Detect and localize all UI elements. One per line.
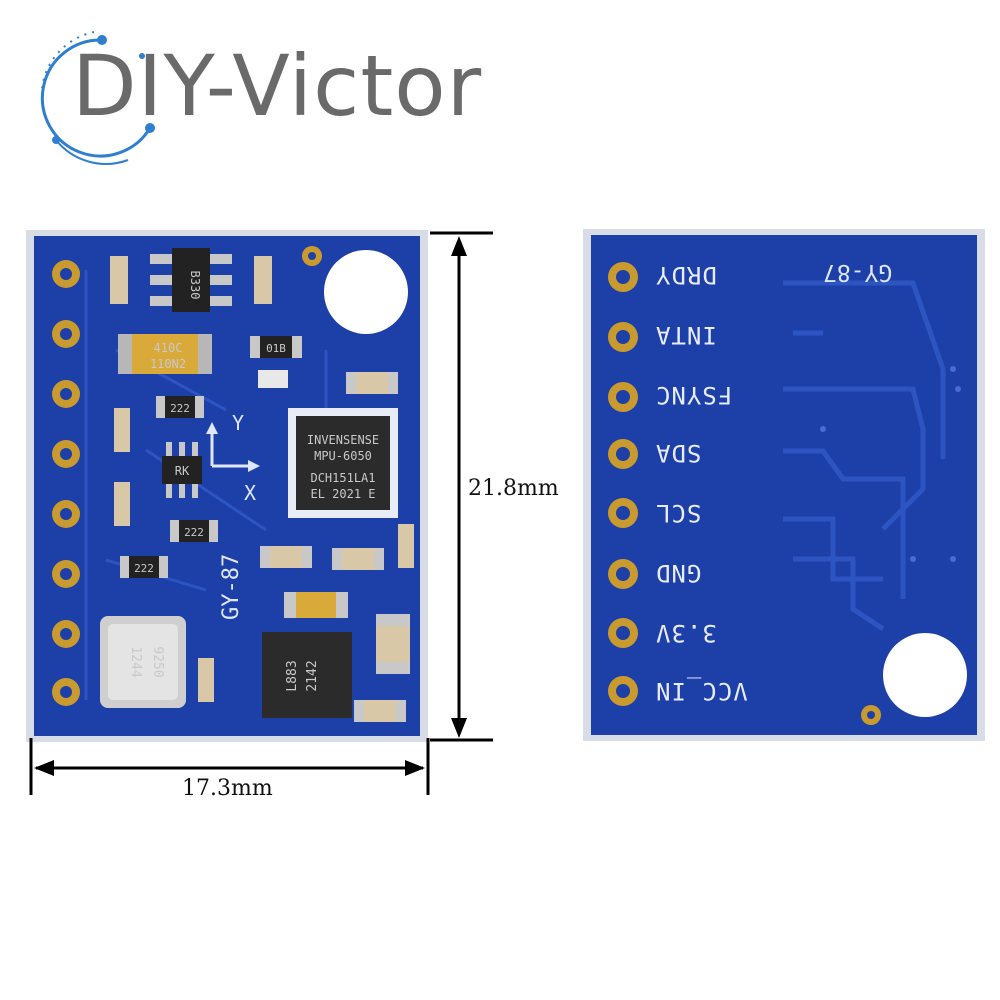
mpu-line3: DCH151LA1 [310, 471, 375, 485]
front-board-label: GY-87 [219, 554, 244, 620]
height-dimension-label: 21.8mm [468, 476, 559, 501]
baro-line1: 1244 [128, 646, 143, 677]
chip-b330-label: B330 [188, 271, 202, 300]
pin-label-sda: SDA [655, 439, 702, 467]
axis-x-label: X [244, 481, 256, 505]
tantalum-line1: 410C [154, 341, 183, 355]
tantalum-line2: 110N2 [150, 357, 186, 371]
mpu-line1: INVENSENSE [307, 433, 379, 447]
axis-y-label: Y [232, 411, 244, 435]
back-board: GY-87 DRDY INTA FSYNC SDA SCL GND 3.3V V… [583, 229, 985, 741]
mpu-line2: MPU-6050 [314, 449, 372, 463]
pin-label-vcc-in: VCC_IN [655, 677, 748, 705]
pin-label-3v3: 3.3V [655, 619, 717, 647]
mag-line1: L883 [285, 660, 300, 691]
mag-line2: 2142 [305, 660, 320, 691]
resistor-222-b-label: 222 [184, 526, 204, 539]
resistor-01b-label: 01B [266, 342, 286, 355]
regulator-rk-label: RK [175, 464, 190, 478]
pin-label-scl: SCL [655, 499, 702, 527]
front-board-image: B330 410C 110N2 01B 222 222 222 RK Y X G… [26, 230, 428, 742]
resistor-222-a-label: 222 [170, 402, 190, 415]
back-board-traces [608, 262, 967, 725]
brand-name: DIY-Victor [72, 37, 483, 135]
pin-label-drdy: DRDY [655, 261, 717, 289]
brand-logo-icon [40, 31, 155, 165]
pin-label-fsync: FSYNC [655, 381, 733, 409]
width-dimension-label: 17.3mm [182, 776, 273, 801]
mpu-line4: EL 2021 E [310, 487, 375, 501]
baro-line2: 9250 [150, 646, 165, 677]
resistor-222-c-label: 222 [134, 562, 154, 575]
pin-label-inta: INTA [655, 321, 717, 349]
back-board-label: GY-87 [823, 259, 893, 285]
pin-label-gnd: GND [655, 559, 702, 587]
